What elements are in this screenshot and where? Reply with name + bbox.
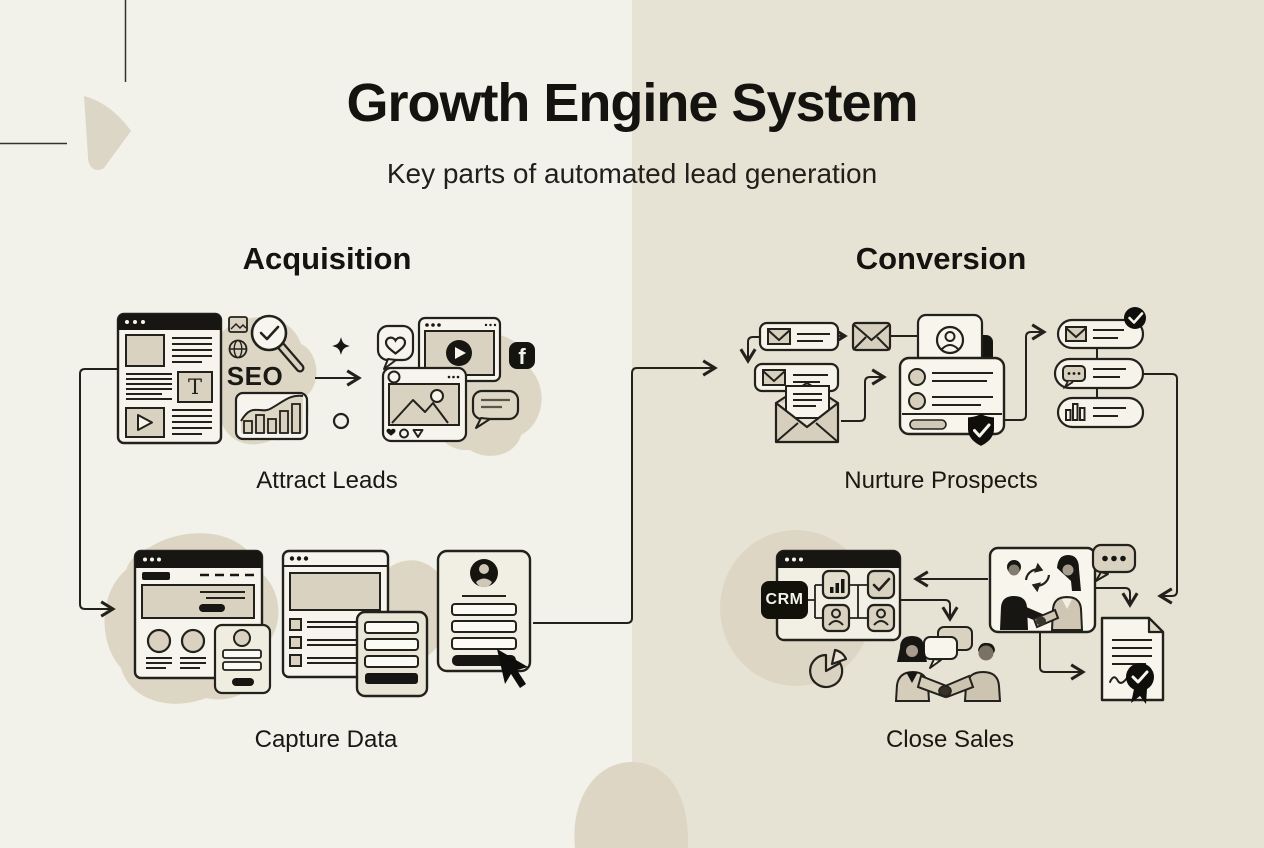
nurture-prospects-illustration [753, 307, 1146, 446]
page-subtitle: Key parts of automated lead generation [386, 158, 878, 189]
connector-capture-to-nurture [533, 359, 718, 624]
photo-icon [228, 316, 248, 333]
like-bubble-icon [376, 324, 415, 370]
connector-video-to-contract-left [1039, 633, 1086, 681]
connector-card-to-pills [1004, 323, 1047, 421]
form-fields-icon [355, 610, 429, 698]
crm-badge-label: CRM [765, 591, 804, 608]
sparkle-icon [332, 337, 350, 355]
connector-video-to-contract-top [1096, 587, 1139, 608]
handshake-meeting-icon [894, 636, 1002, 702]
column-header-acquisition: Acquisition [242, 241, 412, 276]
lead-form-card-icon [436, 549, 532, 673]
page-title: Growth Engine System [346, 73, 918, 133]
decor-lines [0, 0, 127, 145]
open-envelope-icon [774, 381, 840, 444]
check-badge-icon [1124, 307, 1146, 329]
attract-leads-illustration [116, 312, 535, 445]
crm-pipeline-window-icon [775, 549, 902, 642]
stage-label-attract-leads: Attract Leads [256, 467, 398, 494]
connector-attract-to-capture [79, 368, 117, 618]
signup-modal-icon [213, 623, 272, 695]
stage-label-capture-data: Capture Data [254, 726, 398, 753]
email-row-icon [753, 362, 840, 393]
typing-bubble-icon [1091, 543, 1137, 582]
seo-text: SEO [226, 360, 284, 391]
social-post-icon [381, 366, 468, 443]
chat-pill-icon [1053, 357, 1145, 390]
magnifier-check-icon [250, 314, 305, 373]
text-block-glyph: T [187, 375, 202, 399]
pie-chart-icon [809, 648, 848, 689]
flow-connectors [79, 323, 1178, 681]
facebook-letter: f [518, 344, 526, 369]
contact-card-icon [898, 356, 1006, 436]
column-header-conversion: Conversion [855, 241, 1027, 276]
email-row-icon [758, 321, 840, 352]
connector-nurture-to-close [1141, 373, 1178, 605]
envelope-icon [851, 321, 892, 352]
connector-email1-to-email2 [739, 336, 762, 364]
stage-label-close-sales: Close Sales [885, 726, 1015, 753]
crm-badge [761, 581, 808, 619]
chat-bubbles-icon [923, 626, 973, 669]
cursor-icon [497, 649, 528, 688]
email-pill-icon [1056, 318, 1145, 350]
facebook-icon [509, 342, 535, 369]
website-browser-icon [116, 312, 223, 445]
analytics-chart-icon [234, 391, 309, 441]
globe-icon [228, 339, 248, 359]
dot-circle-icon [332, 412, 350, 430]
connector-crm-to-meeting [901, 599, 959, 622]
comment-bubble-icon [471, 389, 520, 429]
stats-pill-icon [1056, 396, 1145, 429]
signed-contract-icon [1100, 616, 1165, 704]
shield-check-icon [968, 414, 994, 446]
close-sales-illustration [761, 543, 1165, 704]
background-blobs [84, 96, 872, 848]
stage-label-nurture-prospects: Nurture Prospects [844, 467, 1038, 494]
connector-openenv-to-card [841, 368, 887, 422]
video-call-icon [988, 546, 1097, 634]
capture-data-illustration [133, 549, 532, 698]
